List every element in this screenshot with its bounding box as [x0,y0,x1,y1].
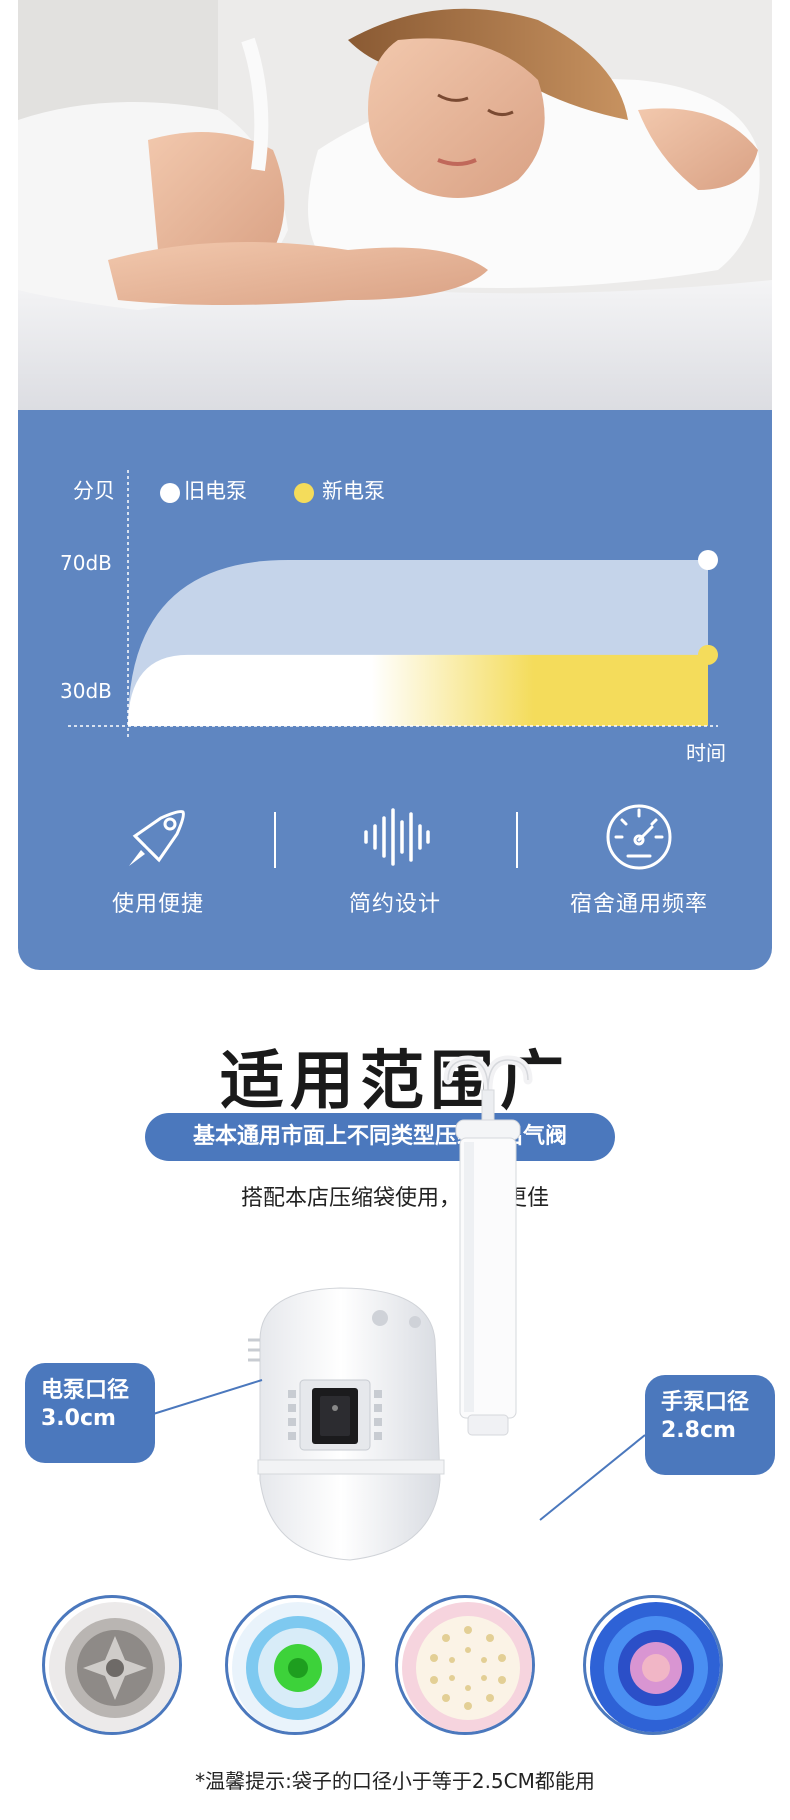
hand-pump-image [443,1055,533,1436]
valve-blue-image [583,1595,723,1735]
hand-pump-diameter-callout: 手泵口径 2.8cm [645,1375,775,1475]
feature-divider [516,812,518,868]
feature-label: 使用便捷 [111,892,204,917]
legend-dot-new [294,483,314,503]
feature-divider [274,812,276,868]
valve-grey-image [42,1595,182,1735]
y-tick-70: 70dB [60,551,112,575]
electric-pump-diameter-callout: 电泵口径 3.0cm [25,1363,155,1463]
callout-title: 电泵口径 [41,1378,130,1403]
series-new-pump-endpoint [698,644,718,665]
feature-dorm-frequency: 宿舍通用频率 [539,800,739,918]
noise-area-chart: 分贝 旧电泵 新电泵 70dB 30dB 时间 [60,470,726,765]
series-old-pump-endpoint [698,550,718,570]
series-new-pump-area [128,654,708,726]
feature-easy-use: 使用便捷 [58,800,258,918]
feature-label: 简约设计 [348,892,441,917]
x-axis-title: 时间 [686,741,726,765]
callout-title: 手泵口径 [661,1390,750,1415]
electric-pump-image [248,1287,445,1561]
legend-dot-old [160,483,180,503]
tip-note: *温馨提示:袋子的口径小于等于2.5CM都能用 [195,1769,595,1793]
valve-types-row [0,1595,790,1745]
valve-green-image [225,1595,365,1735]
feature-row: 使用便捷 简约设计 [18,800,772,930]
feature-simple-design: 简约设计 [295,800,495,918]
callout-value: 2.8cm [661,1418,736,1443]
sleeping-woman-illustration [18,0,772,410]
section-title: 适用范围广 [220,1045,570,1119]
gauge-icon [602,800,676,874]
feature-label: 宿舍通用频率 [569,892,708,917]
rocket-icon [121,800,195,874]
hero-photo [18,0,772,410]
callout-value: 3.0cm [41,1406,116,1431]
noise-comparison-panel: 分贝 旧电泵 新电泵 70dB 30dB 时间 使用便捷 [18,410,772,970]
legend-label-old: 旧电泵 [184,479,247,503]
callout-leader-lines [149,1379,646,1521]
soundwave-icon [358,800,432,874]
valve-pink-image [395,1595,535,1735]
y-tick-30: 30dB [60,679,112,703]
pump-products: 电泵口径 3.0cm 手泵口径 2.8cm [0,1055,790,1580]
legend-label-new: 新电泵 [322,479,385,503]
y-axis-title: 分贝 [73,479,115,503]
